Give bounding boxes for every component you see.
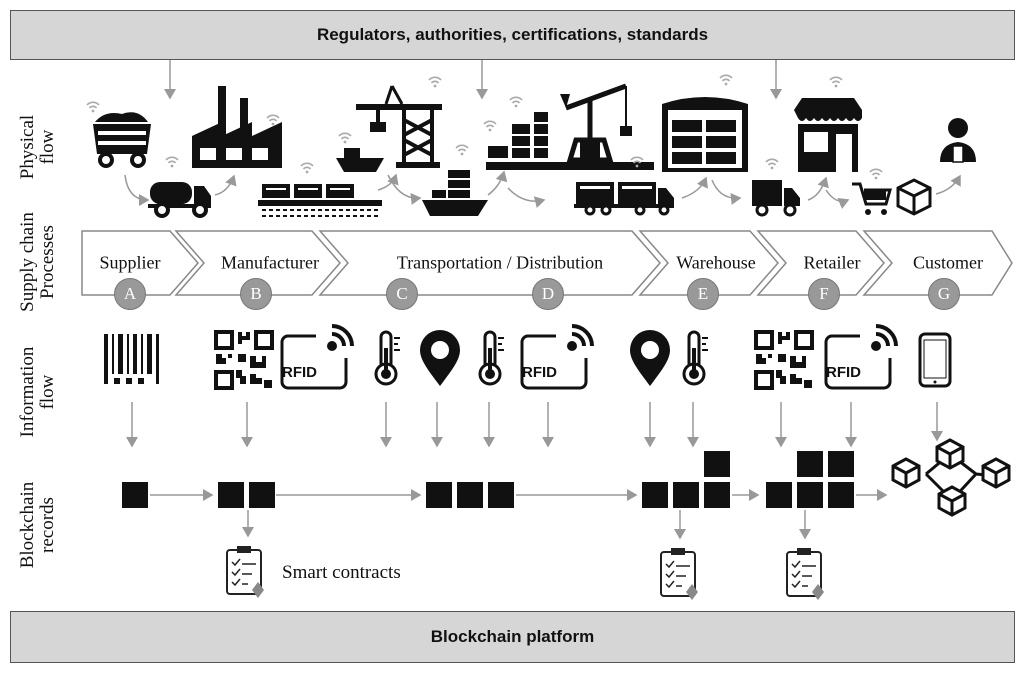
store-icon <box>794 76 862 172</box>
smart-contract-icon <box>660 547 699 601</box>
chevron-customer <box>862 230 1013 296</box>
customer-icon <box>940 118 976 163</box>
stage-label-retailer: Retailer <box>803 252 861 273</box>
stage-letter-a: A <box>114 278 146 310</box>
barcode-icon <box>104 334 159 384</box>
stage-letter-e: E <box>687 278 719 310</box>
cargo-ship-icon <box>422 144 488 216</box>
cargo-truck-icon <box>574 156 674 216</box>
regulators-bar: Regulators, authorities, certifications,… <box>10 10 1015 60</box>
stage-letter-d: D <box>532 278 564 310</box>
info-arrows <box>126 402 943 448</box>
shopping-cart-icon <box>852 168 892 215</box>
regulator-arrows <box>164 60 782 100</box>
stage-label-supplier: Supplier <box>99 252 161 273</box>
rfid-label: RFID <box>282 364 317 381</box>
blockchain-platform-bar: Blockchain platform <box>10 611 1015 663</box>
port-crane-icon <box>336 76 442 172</box>
block-icon <box>122 451 854 508</box>
stage-label-manufacturer: Manufacturer <box>221 252 319 273</box>
smart-contracts-label: Smart contracts <box>282 562 401 583</box>
chevron-supplier <box>81 230 199 296</box>
stage-letter-b: B <box>240 278 272 310</box>
conveyor-icon <box>258 162 382 217</box>
stage-label-customer: Customer <box>913 252 983 273</box>
thermometer-icon <box>682 330 710 386</box>
chevron-manufacturer <box>174 230 341 296</box>
container-stack-icon <box>483 96 654 170</box>
warehouse-icon <box>662 74 748 172</box>
factory-icon <box>192 86 282 168</box>
blockchain-network-icon <box>891 438 1011 517</box>
qr-code-icon <box>214 330 274 390</box>
stage-label-warehouse: Warehouse <box>676 252 756 273</box>
location-pin-icon <box>630 330 670 386</box>
harbor-crane-icon <box>560 83 632 163</box>
delivery-truck-icon <box>752 158 800 217</box>
stage-letter-c: C <box>386 278 418 310</box>
rfid-label: RFID <box>826 364 861 381</box>
smart-contract-icon <box>786 547 825 601</box>
chevron-retailer <box>756 230 885 296</box>
qr-code-icon <box>754 330 814 390</box>
mine-cart-icon <box>86 101 151 168</box>
chevron-warehouse <box>638 230 779 296</box>
stage-letter-f: F <box>808 278 840 310</box>
stage-letter-g: G <box>928 278 960 310</box>
location-pin-icon <box>420 330 460 386</box>
package-icon <box>896 178 932 216</box>
thermometer-icon <box>478 330 506 386</box>
contract-arrows <box>242 510 811 540</box>
smart-contract-icon <box>226 545 265 599</box>
tanker-truck-icon <box>148 156 211 218</box>
stage-label-transportation: Transportation / Distribution <box>396 252 604 273</box>
rfid-label: RFID <box>522 364 557 381</box>
smartphone-icon <box>918 332 952 388</box>
thermometer-icon <box>374 330 402 386</box>
